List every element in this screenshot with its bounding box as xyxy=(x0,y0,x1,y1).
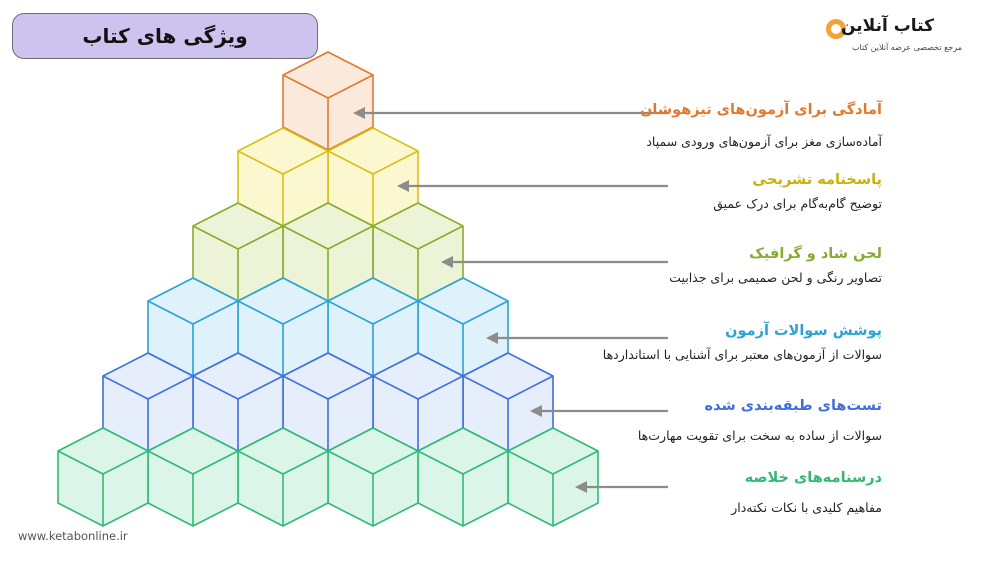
cube xyxy=(57,427,149,527)
feature-desc: مفاهیم کلیدی با نکات نکته‌دار xyxy=(731,500,882,515)
feature-title: آمادگی برای آزمون‌های تیزهوشان xyxy=(640,102,882,118)
feature-desc: آماده‌سازی مغز برای آزمون‌های ورودی سمپا… xyxy=(646,134,882,149)
page-title: ویژگی های کتاب xyxy=(82,24,248,48)
cube xyxy=(147,427,239,527)
pointer-arrow xyxy=(530,405,668,417)
feature-item: پوشش سوالات آزمون سوالات از آزمون‌های مع… xyxy=(603,323,882,362)
feature-item: درسنامه‌های خلاصه مفاهیم کلیدی با نکات ن… xyxy=(731,470,882,515)
feature-desc: سوالات از آزمون‌های معتبر برای آشنایی با… xyxy=(602,347,882,362)
brand-logo[interactable]: کتاب آنلاین مرجع تخصصی عرضه آنلاین کتاب xyxy=(786,16,962,62)
feature-title: پاسخنامه تشریحی xyxy=(752,172,882,188)
feature-desc: سوالات از ساده به سخت برای تقویت مهارت‌ه… xyxy=(637,428,882,443)
feature-item: پاسخنامه تشریحی توضیح گام‌به‌گام برای در… xyxy=(713,172,882,211)
website-url[interactable]: www.ketabonline.ir xyxy=(18,529,128,543)
cube xyxy=(237,127,329,227)
feature-desc: تصاویر رنگی و لحن صمیمی برای جذابیت xyxy=(669,270,882,285)
cube xyxy=(102,352,194,452)
feature-item: لحن شاد و گرافیک تصاویر رنگی و لحن صمیمی… xyxy=(669,246,882,285)
title-banner: ویژگی های کتاب xyxy=(12,13,318,59)
feature-title: درسنامه‌های خلاصه xyxy=(744,470,882,486)
feature-desc: توضیح گام‌به‌گام برای درک عمیق xyxy=(713,196,882,211)
cube xyxy=(192,202,284,302)
pointer-arrow xyxy=(353,107,668,119)
pointer-arrow xyxy=(486,332,668,344)
book-logo-icon xyxy=(826,19,846,39)
cube xyxy=(282,51,374,151)
brand-name: کتاب آنلاین xyxy=(840,16,934,36)
pointer-arrow xyxy=(397,180,668,192)
feature-title: تست‌های طبقه‌بندی شده xyxy=(704,398,882,414)
pointer-arrow xyxy=(441,256,668,268)
feature-item: تست‌های طبقه‌بندی شده سوالات از ساده به … xyxy=(638,398,882,443)
feature-title: لحن شاد و گرافیک xyxy=(749,246,882,262)
feature-title: پوشش سوالات آزمون xyxy=(725,323,882,339)
pointer-arrow xyxy=(575,481,668,493)
feature-item: آمادگی برای آزمون‌های تیزهوشان آماده‌ساز… xyxy=(640,102,882,149)
brand-tagline: مرجع تخصصی عرضه آنلاین کتاب xyxy=(851,43,962,52)
